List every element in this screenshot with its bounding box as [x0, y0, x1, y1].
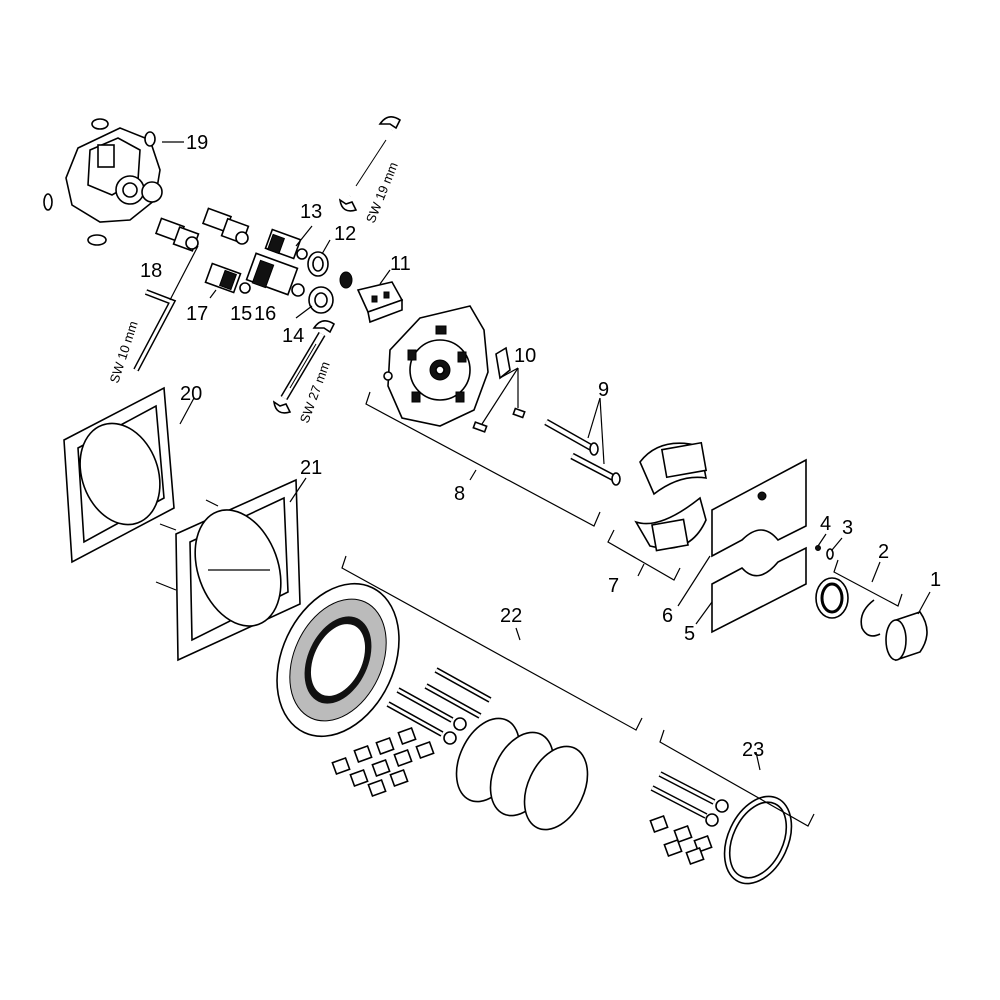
label-7: 7 — [608, 575, 619, 597]
label-1: 1 — [930, 569, 941, 591]
ring-14 — [308, 286, 334, 314]
knob-1 — [885, 611, 928, 662]
hex-key-10 — [133, 289, 177, 372]
label-6: 6 — [662, 605, 673, 627]
tool-label-hex-key-10: SW 10 mm — [107, 319, 141, 385]
screw-10b — [512, 407, 526, 419]
label-9: 9 — [598, 379, 609, 401]
cartridge-13 — [264, 228, 308, 260]
leader-lines — [162, 141, 931, 827]
cartridge-secondary — [201, 207, 250, 245]
rosette-22 — [276, 582, 400, 738]
kit-23-bolts — [650, 771, 729, 827]
label-23: 23 — [742, 739, 764, 761]
pin-4 — [815, 545, 821, 551]
label-17: 17 — [186, 303, 208, 325]
label-4: 4 — [820, 513, 831, 535]
plate-5 — [711, 546, 807, 634]
kit-22-sleeves — [455, 717, 589, 831]
cartridge-18 — [154, 217, 200, 252]
label-11: 11 — [390, 253, 411, 275]
label-3: 3 — [842, 517, 853, 539]
label-16: 16 — [254, 303, 276, 325]
kit-23-sleeve — [723, 795, 793, 885]
kit-23-clips — [649, 814, 713, 866]
clip-10 — [495, 346, 511, 380]
cartridge-17 — [204, 262, 251, 294]
bracket-7 — [634, 441, 708, 552]
frame-20 — [63, 386, 175, 564]
label-8: 8 — [454, 483, 465, 505]
label-14: 14 — [282, 325, 304, 347]
kit-22-bolts — [386, 667, 492, 745]
connector-block-11 — [356, 281, 404, 324]
label-20: 20 — [180, 383, 202, 405]
kit-22-clips — [331, 726, 435, 798]
label-19: 19 — [186, 132, 208, 154]
label-13: 13 — [300, 201, 322, 223]
label-15: 15 — [230, 303, 252, 325]
snap-ring-2 — [860, 599, 881, 637]
valve-body-19 — [43, 118, 163, 246]
oring-3 — [826, 548, 834, 560]
label-18: 18 — [140, 260, 162, 282]
label-5: 5 — [684, 623, 695, 645]
screw-9b — [570, 452, 621, 486]
wrench-19 — [338, 116, 402, 212]
label-2: 2 — [878, 541, 889, 563]
screw-9a — [544, 418, 599, 456]
bushing-2 — [815, 577, 849, 619]
screw-10a — [472, 421, 488, 433]
label-10: 10 — [514, 345, 536, 367]
spring — [339, 271, 353, 289]
wrench-27 — [272, 320, 336, 414]
label-21: 21 — [300, 457, 322, 479]
cartridge-15-16 — [245, 252, 305, 297]
plate-6 — [711, 458, 807, 558]
label-12: 12 — [334, 223, 356, 245]
mounting-plate-8 — [383, 305, 489, 427]
label-22: 22 — [500, 605, 522, 627]
ring-12 — [307, 251, 329, 277]
frame-21 — [155, 478, 301, 662]
